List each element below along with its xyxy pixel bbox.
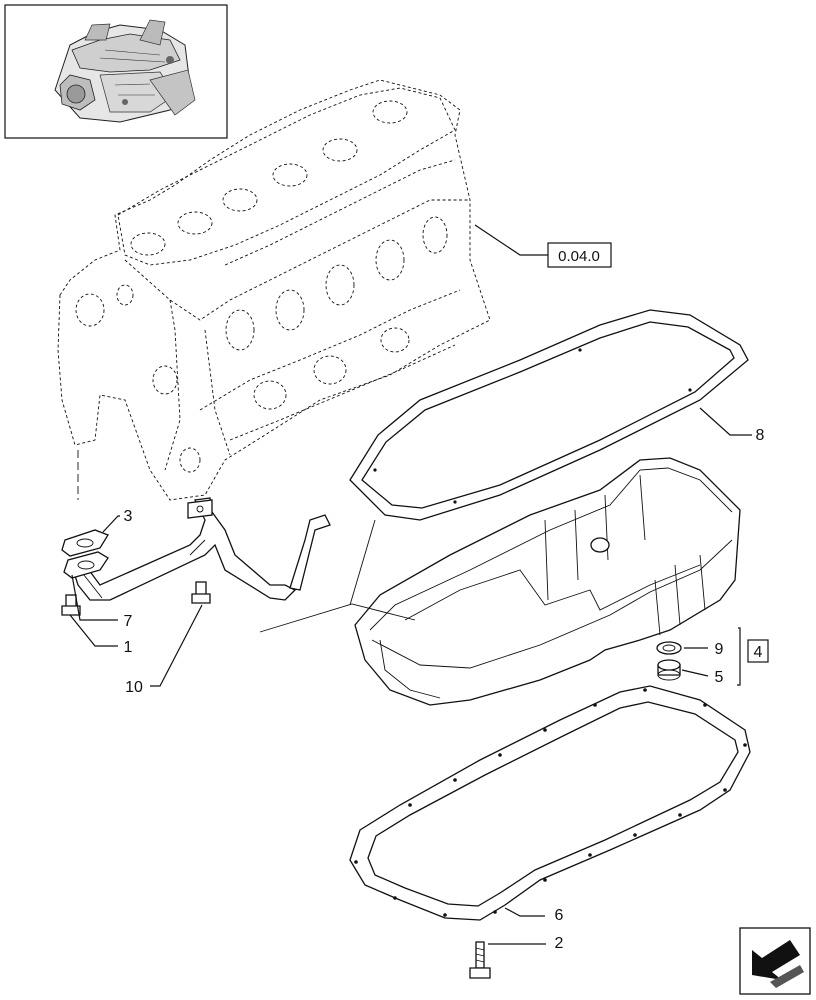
callout-2: 2 bbox=[555, 935, 564, 952]
callout-8: 8 bbox=[756, 427, 765, 444]
sump-gasket bbox=[349, 309, 749, 521]
group-box[interactable]: 4 bbox=[747, 639, 769, 663]
oil-suction-pipe bbox=[69, 497, 331, 601]
callout-9: 9 bbox=[715, 641, 724, 658]
callout-10: 10 bbox=[125, 679, 143, 696]
screw-cover bbox=[469, 941, 491, 979]
callout-5: 5 bbox=[715, 669, 724, 686]
screw-bracket bbox=[191, 581, 211, 604]
sump-cover-frame bbox=[349, 685, 751, 921]
reference-label: 0.04.0 bbox=[558, 248, 600, 265]
callout-3: 3 bbox=[124, 508, 133, 525]
sealing-washer bbox=[656, 641, 682, 655]
oil-sump bbox=[354, 457, 741, 706]
pipe-flange bbox=[63, 551, 109, 579]
engine-block bbox=[57, 79, 491, 501]
drain-plug bbox=[657, 659, 681, 681]
callout-1: 1 bbox=[124, 639, 133, 656]
reference-box[interactable]: 0.04.0 bbox=[547, 242, 612, 268]
back-arrow-icon[interactable] bbox=[739, 927, 811, 995]
callout-6: 6 bbox=[555, 907, 564, 924]
pipe-flange-gasket bbox=[61, 529, 109, 557]
screw-pipe-flange bbox=[61, 594, 81, 616]
leader-lines bbox=[69, 224, 752, 945]
engine-thumbnail-icon[interactable] bbox=[4, 4, 228, 139]
group-label: 4 bbox=[754, 644, 763, 661]
pipe-bracket bbox=[187, 499, 213, 519]
callout-7: 7 bbox=[124, 613, 133, 630]
